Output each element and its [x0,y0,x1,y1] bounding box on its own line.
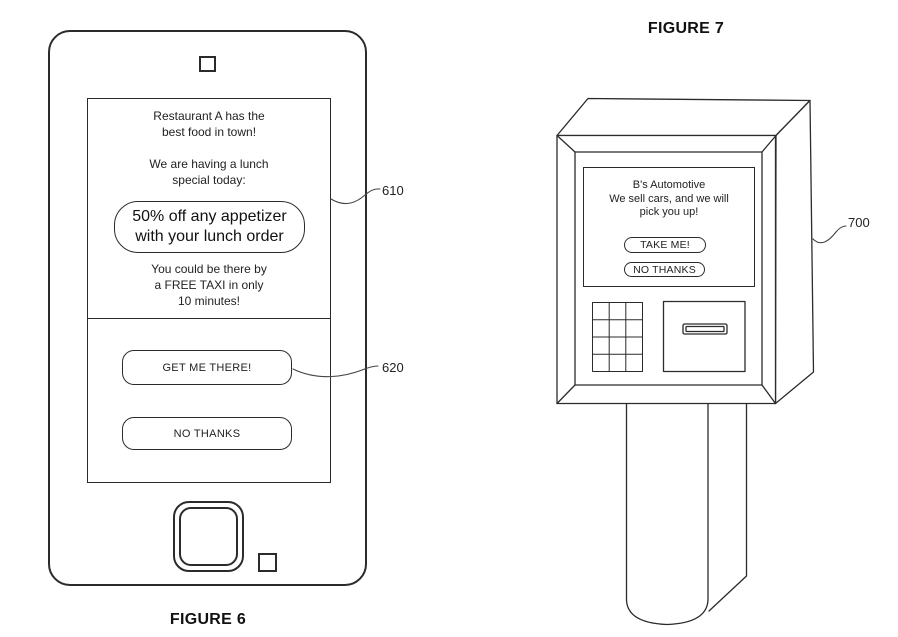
screen-divider-line [88,318,330,319]
no-thanks-button: NO THANKS [122,417,292,450]
card-slot-inner [685,325,725,333]
free-taxi-message: You could be there by a FREE TAXI in onl… [87,261,331,309]
no-thanks-label: NO THANKS [173,427,241,440]
card-slot [682,323,728,335]
message-line: Restaurant A has the [153,109,265,123]
kiosk-no-thanks-button: NO THANKS [624,262,705,277]
ref-700: 700 [848,215,870,230]
message-line: B's Automotive [632,179,706,191]
message-line: We sell cars, and we will [609,192,729,205]
take-me-label: TAKE ME! [640,239,690,251]
restaurant-message: Restaurant A has the best food in town! [87,108,331,140]
message-line: We are having a lunch [149,157,269,171]
offer-line: with your lunch order [135,228,284,245]
offer-line: 50% off any appetizer [132,208,287,225]
message-line: best food in town! [161,125,257,139]
get-me-there-label: GET ME THERE! [162,361,252,374]
figure7-caption: FIGURE 7 [647,20,725,37]
bottom-square [258,553,277,572]
message-line: special today: [172,173,246,187]
lunch-special-message: We are having a lunch special today: [87,156,331,188]
take-me-button: TAKE ME! [624,237,706,253]
offer-callout-box: 50% off any appetizer with your lunch or… [114,201,305,253]
home-button-inner [179,507,238,566]
kiosk-message: B's Automotive We sell cars, and we will… [584,179,754,220]
kiosk-pedestal-front [625,403,709,626]
kiosk-top-face [556,97,811,137]
message-line: a FREE TAXI in only [154,278,264,292]
get-me-there-button: GET ME THERE! [122,350,292,385]
home-button [173,501,244,572]
phone-screen [87,98,331,483]
phone-camera-square [199,56,216,72]
ref-610: 610 [382,183,404,198]
message-line: pick you up! [639,206,699,218]
card-slot-panel [662,300,746,373]
phone-frame [48,30,367,586]
leader-line-700 [812,225,847,244]
message-line: 10 minutes! [177,294,241,308]
keypad-grid [592,302,643,372]
message-line: You could be there by [151,262,267,276]
kiosk-screen: B's Automotive We sell cars, and we will… [583,167,755,287]
ref-620: 620 [382,360,404,375]
kiosk-pedestal-side [708,403,748,612]
kiosk-no-thanks-label: NO THANKS [633,263,696,276]
figure6-caption: FIGURE 6 [169,611,247,628]
kiosk-side-face [774,99,815,405]
